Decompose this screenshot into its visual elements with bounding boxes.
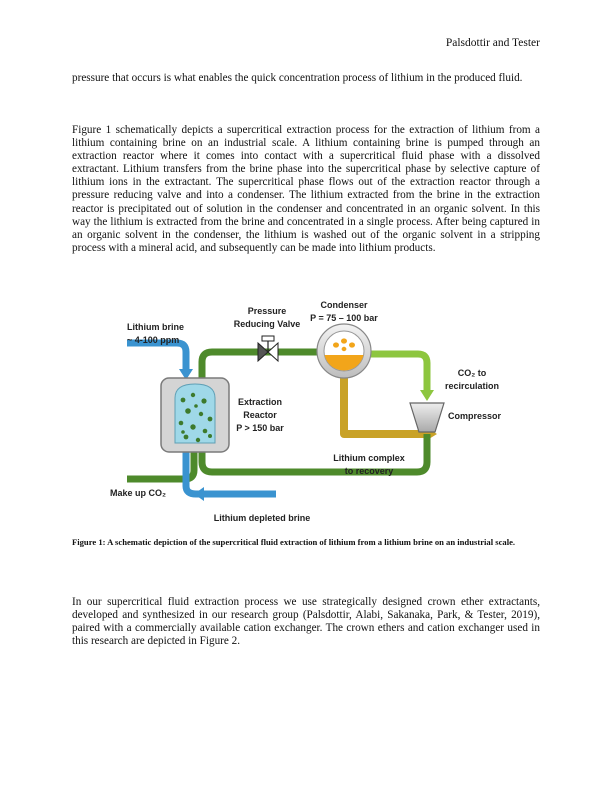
label-recirculation: recirculation xyxy=(445,381,499,391)
reactor-particles xyxy=(178,392,213,443)
label-condenser-pressure: P = 75 – 100 bar xyxy=(310,313,378,323)
co2-recirculation-pipe xyxy=(370,350,431,392)
brine-outlet-arrowhead xyxy=(194,487,204,501)
label-condenser: Condenser xyxy=(320,300,368,310)
brine-inlet-arrowhead xyxy=(179,369,193,380)
body-paragraph: Figure 1 schematically depicts a supercr… xyxy=(72,124,540,254)
running-head: Palsdottir and Tester xyxy=(445,37,540,49)
label-extraction: Extraction xyxy=(238,397,282,407)
co2-recirculation-arrowhead xyxy=(420,390,434,401)
figure-caption: Figure 1: A schematic depiction of the s… xyxy=(72,537,516,547)
label-lithium-complex: Lithium complex xyxy=(333,453,405,463)
condenser xyxy=(316,323,372,379)
supercritical-pipe-upper xyxy=(198,348,318,390)
pressure-reducing-valve xyxy=(257,335,279,363)
label-makeup-co2: Make up CO₂ xyxy=(110,488,166,498)
brine-inlet-pipe xyxy=(127,339,190,370)
label-reactor-pressure: P > 150 bar xyxy=(236,423,284,433)
co2-return-pipe xyxy=(198,434,431,476)
compressor xyxy=(409,402,445,433)
label-pressure: Pressure xyxy=(248,306,287,316)
lithium-complex-pipe xyxy=(340,372,424,438)
body-paragraph: pressure that occurs is what enables the… xyxy=(72,72,523,84)
label-lithium-brine: Lithium brine xyxy=(127,322,184,332)
label-compressor: Compressor xyxy=(448,411,502,421)
body-paragraph: In our supercritical fluid extraction pr… xyxy=(72,596,540,648)
label-co2-to: CO₂ to xyxy=(458,368,487,378)
label-lithium-depleted-brine: Lithium depleted brine xyxy=(214,513,311,523)
label-reactor: Reactor xyxy=(243,410,277,420)
label-reducing-valve: Reducing Valve xyxy=(234,319,301,329)
reactor-packed-bed xyxy=(174,383,216,444)
label-to-recovery: to recovery xyxy=(345,466,394,476)
label-brine-concentration: ~ 4-100 ppm xyxy=(127,335,179,345)
